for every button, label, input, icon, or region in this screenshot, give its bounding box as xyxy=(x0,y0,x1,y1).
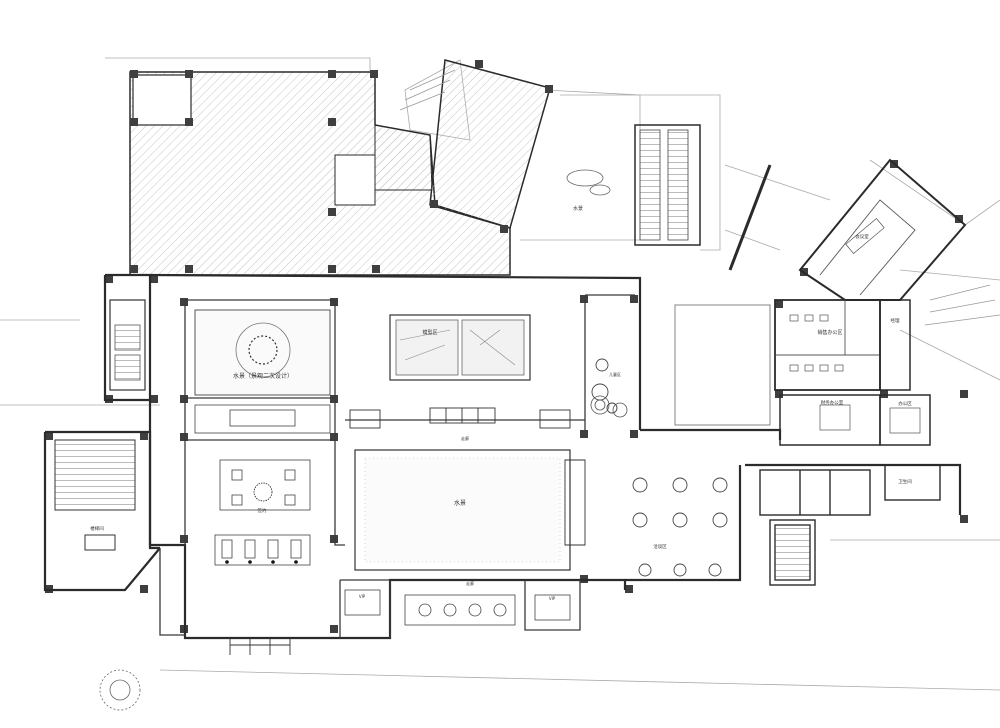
lounge-left-dots xyxy=(225,560,298,564)
lounge-bottom xyxy=(344,589,571,626)
office-desks xyxy=(789,218,921,434)
corridor-label-2: 走廊 xyxy=(461,435,469,441)
decor-circles xyxy=(590,395,628,418)
garden-left-label: 水景（景观二次设计） xyxy=(233,372,293,380)
entrance-doors xyxy=(229,638,291,655)
site-boundary xyxy=(0,57,1000,691)
vip2-label: VIP xyxy=(549,596,556,601)
service-counter xyxy=(349,407,586,546)
stair-north xyxy=(634,124,772,271)
corridor-label-1: 走廊 xyxy=(466,580,474,586)
landscape-features xyxy=(99,69,1000,711)
garden-left: 水景（景观二次设计） xyxy=(194,309,331,396)
sign-label: 签约 xyxy=(258,507,267,514)
model-room-label: 模型区 xyxy=(422,329,437,336)
sales-office-label: 销售办公区 xyxy=(817,329,842,336)
stair-west: 楼梯间 xyxy=(54,299,146,551)
court-label: 水景 xyxy=(573,205,583,212)
service-block xyxy=(759,464,941,586)
negotiation-tables xyxy=(591,358,728,577)
manager-label: 经理 xyxy=(891,317,900,324)
office-wing: 销售办公区 财务办公室 会议室 经理 办公区 xyxy=(674,158,967,446)
lake-label: 水景 xyxy=(454,499,466,507)
stair-label: 楼梯间 xyxy=(90,525,104,532)
north-hatched-block xyxy=(129,59,551,276)
kids-label: 儿童区 xyxy=(609,371,621,377)
lounge-left xyxy=(194,404,331,566)
office-label: 办公区 xyxy=(898,400,912,407)
meeting-label: 会议室 xyxy=(855,233,869,240)
interior-walls xyxy=(159,294,635,638)
toilet-label: 卫生间 xyxy=(898,478,912,485)
lake: 水景 xyxy=(354,449,571,571)
negotiation-label: 洽谈区 xyxy=(653,543,667,550)
finance-office-label: 财务办公室 xyxy=(821,399,844,406)
vip1-label: VIP xyxy=(359,594,366,599)
model-area: 模型区 xyxy=(389,314,531,381)
